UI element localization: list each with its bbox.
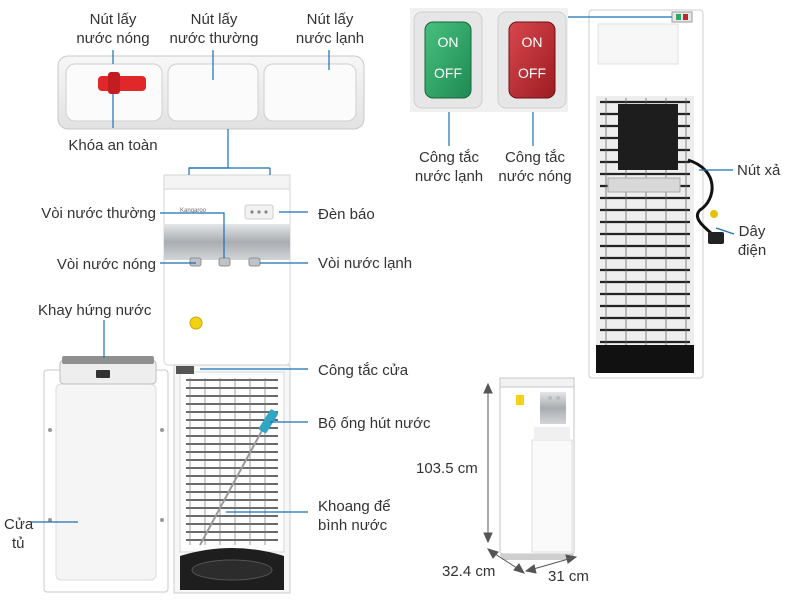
normal-tap-label: Vòi nước thường [41, 205, 156, 222]
dispenser-back [588, 9, 724, 379]
safety-lock-icon [98, 72, 146, 94]
button-panel-closeup [57, 55, 365, 130]
cold-tap-label: Vòi nước lạnh [318, 255, 413, 272]
dimension-lines [483, 382, 578, 574]
depth-dimension-label: 32.4 cm [442, 563, 496, 580]
switch-closeups [410, 8, 568, 112]
dispenser-front: Kangaroo [43, 174, 291, 594]
width-dimension-label: 31 cm [548, 568, 589, 585]
safety-lock-label: Khóa an toàn [68, 137, 158, 154]
cabinet-door-part [43, 369, 169, 593]
hot-switch-on-text: ON [521, 34, 543, 50]
cold-switch-on-text: ON [437, 34, 459, 50]
door-switch-part [176, 366, 194, 374]
dispenser-dimension-view [499, 377, 575, 560]
door-switch-label: Công tắc cửa [318, 362, 409, 379]
leader-lines [30, 16, 735, 523]
drip-tray-part [59, 356, 157, 385]
hot-switch-off-text: OFF [518, 65, 546, 81]
taps [189, 257, 261, 267]
cold-switch-off-text: OFF [434, 65, 462, 81]
condenser-coil [186, 378, 278, 545]
indicator-light-label: Đèn báo [318, 206, 375, 223]
hot-warning-icon [189, 316, 203, 330]
suction-tube [199, 409, 278, 546]
suction-tube-label: Bộ ống hút nước [318, 415, 431, 432]
drain-button-label: Nút xả [737, 162, 781, 179]
brand-logo: Kangaroo [180, 208, 207, 214]
height-dimension-label: 103.5 cm [416, 460, 478, 477]
hot-tap-label: Vòi nước nóng [56, 256, 156, 273]
drip-tray-label: Khay hứng nước [38, 302, 152, 319]
